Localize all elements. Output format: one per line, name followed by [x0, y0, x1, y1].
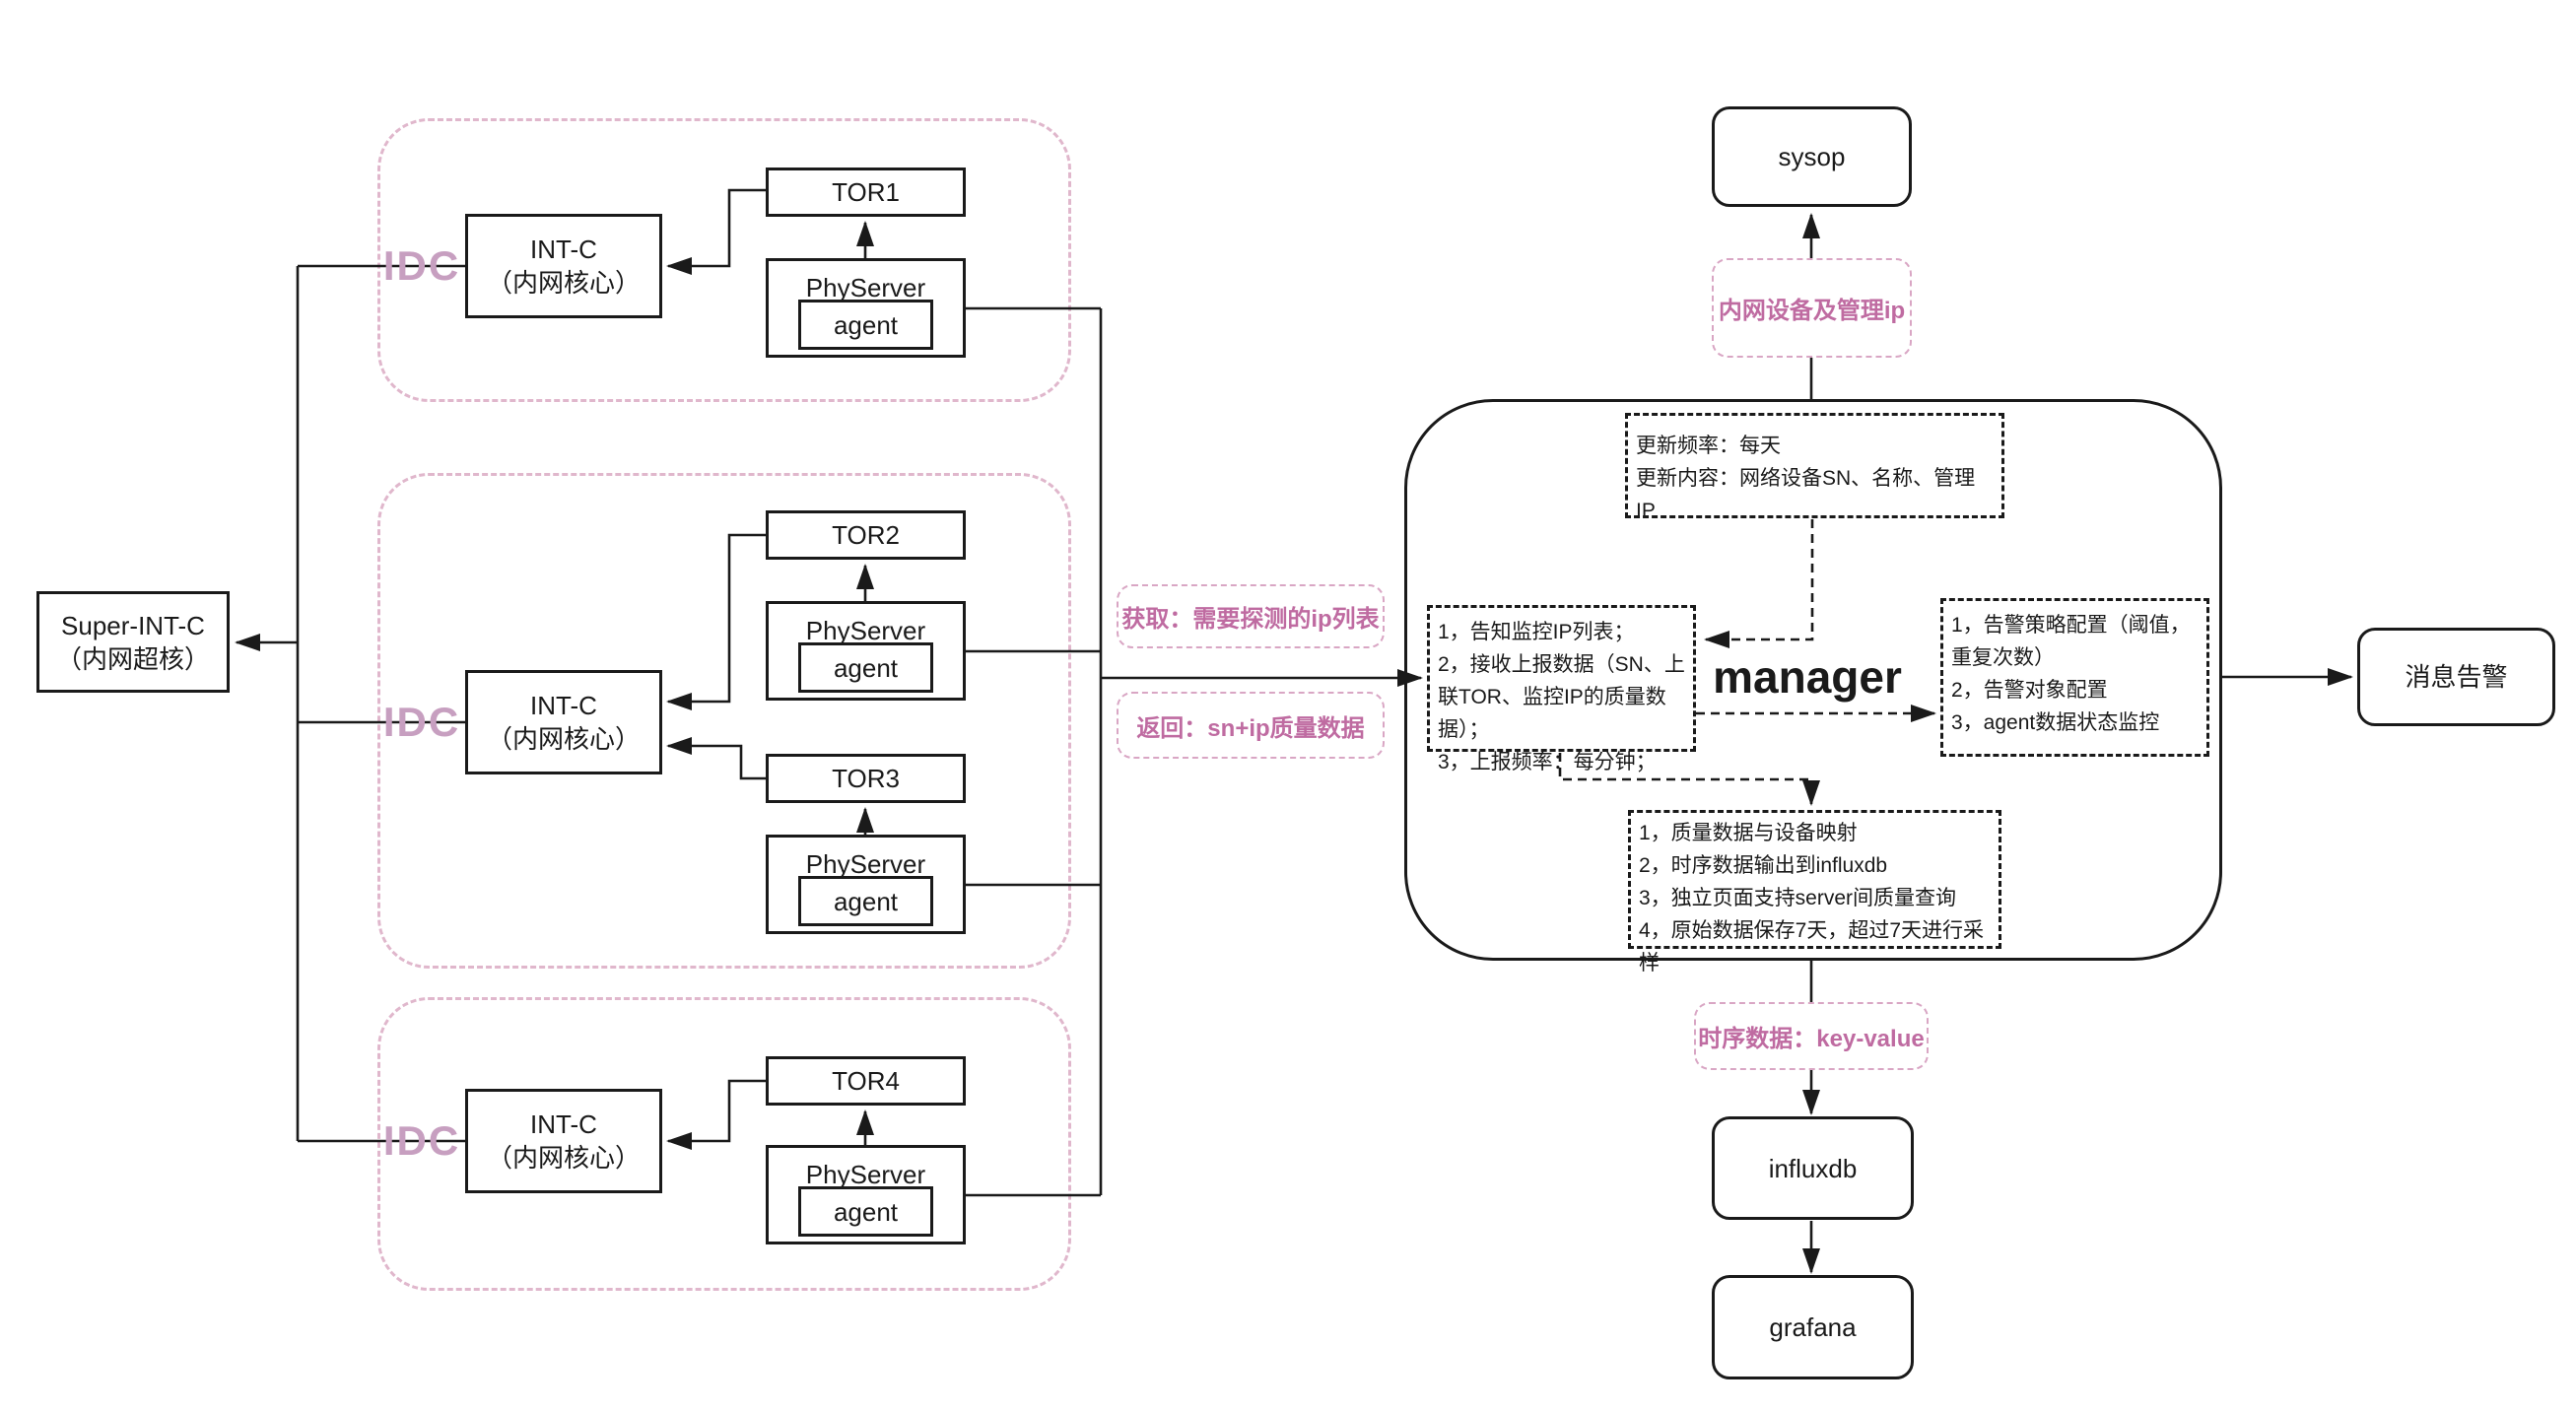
alert-config-line: 2，告警对象配置 — [1951, 679, 2108, 702]
return-quality-data-label: 返回：sn+ip质量数据 — [1117, 692, 1385, 759]
data-handling-line: 3，独立页面支持server间质量查询 — [1639, 887, 1957, 909]
report-spec-line: 3，上报频率：每分钟； — [1438, 751, 1657, 773]
intc3-subtitle: （内网核心） — [486, 1143, 641, 1173]
data-handling-line: 4，原始数据保存7天，超过7天进行采样 — [1639, 919, 1985, 974]
update-spec-line: 更新内容：网络设备SN、名称、管理IP — [1636, 467, 1976, 522]
idc2-label: IDC — [382, 699, 461, 745]
super-intc-node: Super-INT-C （内网超核） — [36, 591, 230, 693]
tor1-node: TOR1 — [766, 168, 966, 217]
report-spec-line: 2，接收上报数据（SN、上联TOR、监控IP的质量数据）； — [1438, 653, 1685, 741]
intc3-node: INT-C （内网核心） — [465, 1089, 662, 1193]
sysop-node: sysop — [1712, 106, 1912, 207]
tor2-node: TOR2 — [766, 510, 966, 560]
idc-group-3 — [377, 997, 1071, 1291]
intc1-subtitle: （内网核心） — [486, 268, 641, 298]
idc3-label: IDC — [382, 1117, 461, 1164]
super-intc-name: Super-INT-C — [61, 610, 205, 640]
data-handling-line: 2，时序数据输出到influxdb — [1639, 854, 1888, 877]
grafana-node: grafana — [1712, 1275, 1914, 1379]
tor3-node: TOR3 — [766, 754, 966, 803]
fetch-ip-list-label: 获取：需要探测的ip列表 — [1117, 584, 1385, 648]
data-handling-line: 1，质量数据与设备映射 — [1639, 822, 1858, 844]
tor4-to-intc3-arrow — [666, 1079, 766, 1150]
agent4-node: agent — [798, 1186, 933, 1237]
report-spec-box: 1，告知监控IP列表； 2，接收上报数据（SN、上联TOR、监控IP的质量数据）… — [1427, 605, 1696, 773]
agent3-node: agent — [798, 876, 933, 926]
alert-config-box: 1，告警策略配置（阈值，重复次数） 2，告警对象配置 3，agent数据状态监控 — [1940, 598, 2209, 757]
idc-group-1 — [377, 118, 1071, 402]
device-mgmt-ip-label: 内网设备及管理ip — [1712, 258, 1912, 358]
intc2-subtitle: （内网核心） — [486, 724, 641, 754]
message-alert-node: 消息告警 — [2357, 628, 2555, 726]
idc1-label: IDC — [382, 242, 461, 289]
influxdb-node: influxdb — [1712, 1116, 1914, 1220]
idc-group-2 — [377, 473, 1071, 969]
timeseries-keyvalue-label: 时序数据：key-value — [1694, 1002, 1929, 1070]
alert-config-line: 1，告警策略配置（阈值，重复次数） — [1951, 614, 2191, 669]
tor2-to-intc2-arrow — [666, 533, 766, 710]
data-handling-box: 1，质量数据与设备映射 2，时序数据输出到influxdb 3，独立页面支持se… — [1628, 810, 2001, 974]
agent2-node: agent — [798, 642, 933, 693]
update-spec-line: 更新频率：每天 — [1636, 435, 1781, 457]
tor4-node: TOR4 — [766, 1056, 966, 1106]
tor1-to-intc1-arrow — [666, 188, 766, 275]
manager-title: manager — [1713, 651, 1902, 703]
report-spec-line: 1，告知监控IP列表； — [1438, 621, 1635, 643]
intc2-name: INT-C — [530, 691, 597, 720]
intc1-name: INT-C — [530, 235, 597, 264]
intc2-node: INT-C （内网核心） — [465, 670, 662, 774]
intc1-node: INT-C （内网核心） — [465, 214, 662, 318]
agent1-node: agent — [798, 300, 933, 350]
super-intc-subtitle: （内网超核） — [55, 643, 210, 674]
update-to-report-dashed-arrow — [1704, 519, 1814, 648]
update-spec-box: 更新频率：每天 更新内容：网络设备SN、名称、管理IP — [1625, 413, 2004, 522]
alert-config-line: 3，agent数据状态监控 — [1951, 711, 2160, 734]
tor3-to-intc2-arrow — [666, 737, 766, 780]
report-to-databox-dashed-arrow — [1558, 753, 1820, 806]
intc3-name: INT-C — [530, 1109, 597, 1139]
